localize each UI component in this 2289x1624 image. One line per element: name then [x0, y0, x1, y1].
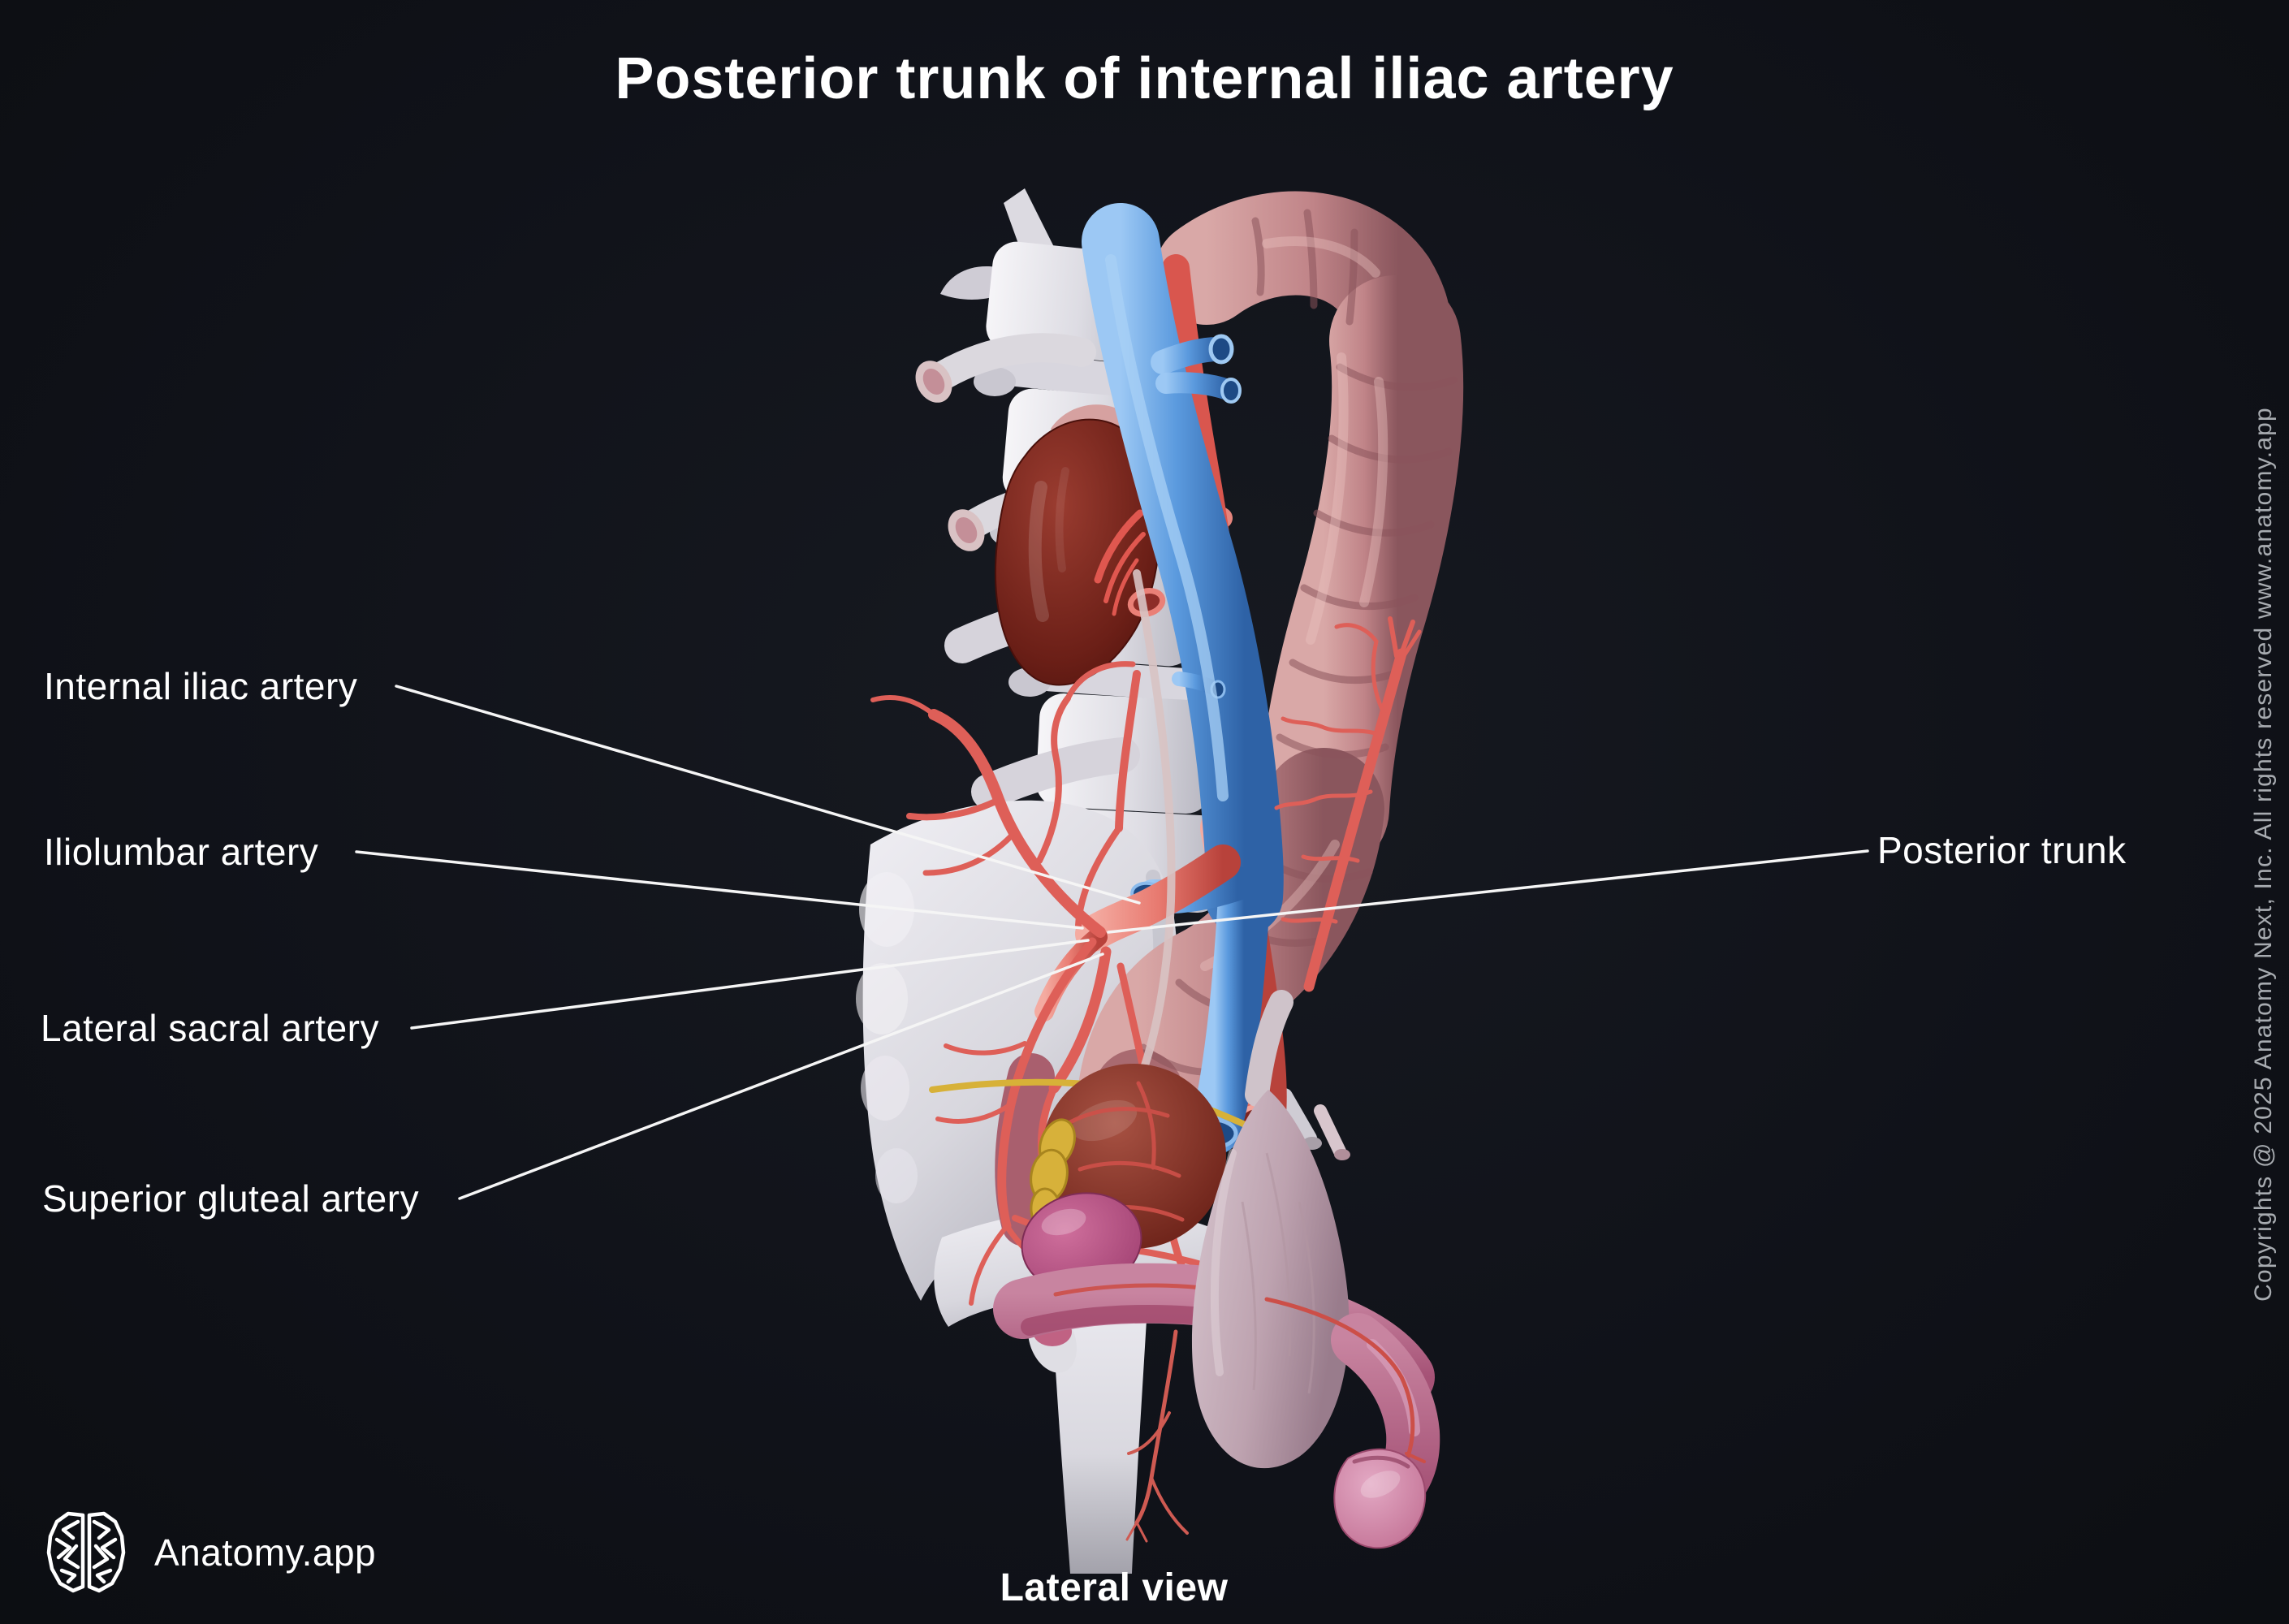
label-lateral-sacral-artery: Lateral sacral artery [41, 1007, 379, 1049]
brand: Anatomy.app [45, 1510, 376, 1595]
inferior-vena-cava [1082, 203, 1284, 935]
leader-superior-gluteal [458, 952, 1104, 1200]
leader-internal-iliac [395, 685, 1141, 905]
brand-name: Anatomy.app [154, 1531, 377, 1574]
leader-posterior-trunk [1107, 849, 1869, 934]
external-iliac-vein [1189, 870, 1270, 1155]
view-label: Lateral view [1000, 1566, 1229, 1609]
lateral-sacral-artery-vessel [997, 937, 1097, 1231]
anatomy-app-logo-icon [46, 1511, 127, 1593]
leader-lateral-sacral [410, 939, 1090, 1030]
rectum [995, 1053, 1055, 1246]
glans [1333, 1448, 1427, 1549]
label-posterior-trunk: Posterior trunk [1877, 829, 2127, 871]
scrotum [1191, 1090, 1350, 1469]
leader-lines [355, 685, 1869, 1200]
leader-iliolumbar [355, 850, 1084, 930]
femur [1052, 1307, 1147, 1574]
superior-rectal-artery [1303, 648, 1407, 992]
page-title: Posterior trunk of internal iliac artery [615, 46, 1674, 111]
copyright-text: Copyrights @ 2025 Anatomy Next, Inc. All… [2250, 407, 2277, 1302]
label-iliolumbar-artery: Iliolumbar artery [44, 831, 319, 873]
iliolumbar-artery-vessel [928, 709, 1106, 938]
perineal-arteries [1125, 1329, 1189, 1543]
ureter [1129, 569, 1176, 1099]
rib [921, 333, 1096, 395]
superior-gluteal-artery-vessel [1048, 946, 1112, 1094]
spermatic-cord [1245, 990, 1294, 1107]
label-internal-iliac-artery: Internal iliac artery [44, 665, 358, 707]
label-superior-gluteal-artery: Superior gluteal artery [42, 1177, 420, 1220]
